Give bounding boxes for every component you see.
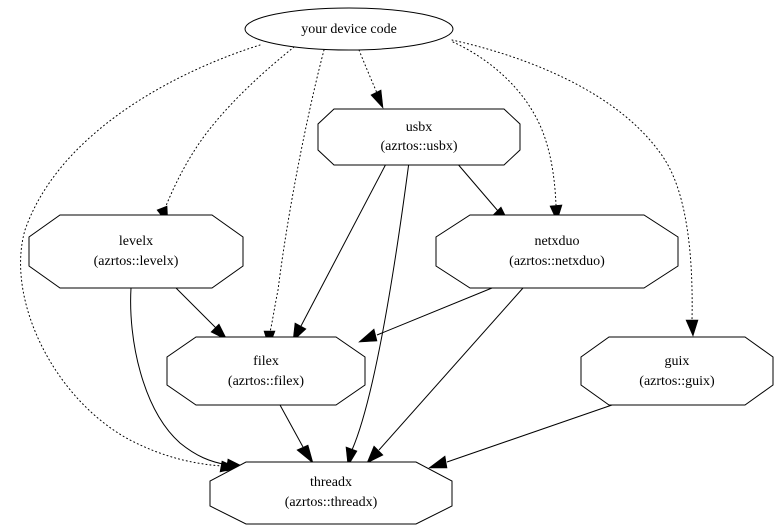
edge-usbx-to-filex [292, 161, 388, 342]
guix-label: guix [665, 354, 690, 369]
node-usbx[interactable]: usbx (azrtos::usbx) [317, 108, 521, 166]
edge-filex-to-threadx [279, 404, 314, 464]
threadx-sublabel: (azrtos::threadx) [285, 495, 378, 510]
threadx-shape [209, 461, 453, 525]
node-guix[interactable]: guix (azrtos::guix) [580, 336, 774, 406]
node-levelx[interactable]: levelx (azrtos::levelx) [28, 214, 244, 289]
netxduo-label: netxduo [534, 234, 579, 249]
edge-device-to-filex [263, 49, 325, 348]
node-filex[interactable]: filex (azrtos::filex) [166, 336, 366, 406]
your-device-code-label: your device code [301, 22, 397, 37]
edge-device-to-netxduo [452, 41, 563, 222]
edge-netxduo-to-threadx [366, 287, 524, 464]
node-your-device-code[interactable]: your device code [244, 7, 454, 51]
usbx-sublabel: (azrtos::usbx) [381, 139, 458, 154]
edge-netxduo-to-filex [358, 287, 493, 343]
node-threadx[interactable]: threadx (azrtos::threadx) [209, 461, 453, 525]
filex-shape [166, 336, 366, 406]
levelx-sublabel: (azrtos::levelx) [94, 254, 179, 269]
your-device-code-shape [244, 7, 454, 51]
edge-usbx-to-netxduo [455, 161, 510, 224]
guix-sublabel: (azrtos::guix) [639, 374, 715, 389]
edge-device-to-usbx [358, 49, 384, 109]
threadx-label: threadx [310, 475, 352, 490]
usbx-label: usbx [406, 120, 432, 135]
edge-levelx-to-filex [175, 287, 228, 341]
edge-group-solid [130, 161, 613, 472]
node-netxduo[interactable]: netxduo (azrtos::netxduo) [435, 214, 679, 289]
edge-guix-to-threadx [428, 404, 613, 469]
levelx-shape [28, 214, 244, 289]
filex-sublabel: (azrtos::filex) [228, 374, 305, 389]
edge-device-to-levelx [156, 46, 295, 225]
edge-usbx-to-threadx [345, 161, 410, 467]
filex-label: filex [253, 354, 279, 369]
netxduo-shape [435, 214, 679, 289]
netxduo-sublabel: (azrtos::netxduo) [509, 254, 605, 269]
levelx-label: levelx [119, 234, 153, 249]
edge-group-dotted [20, 39, 699, 473]
guix-shape [580, 336, 774, 406]
edge-device-to-guix [451, 39, 699, 337]
usbx-shape [317, 108, 521, 166]
